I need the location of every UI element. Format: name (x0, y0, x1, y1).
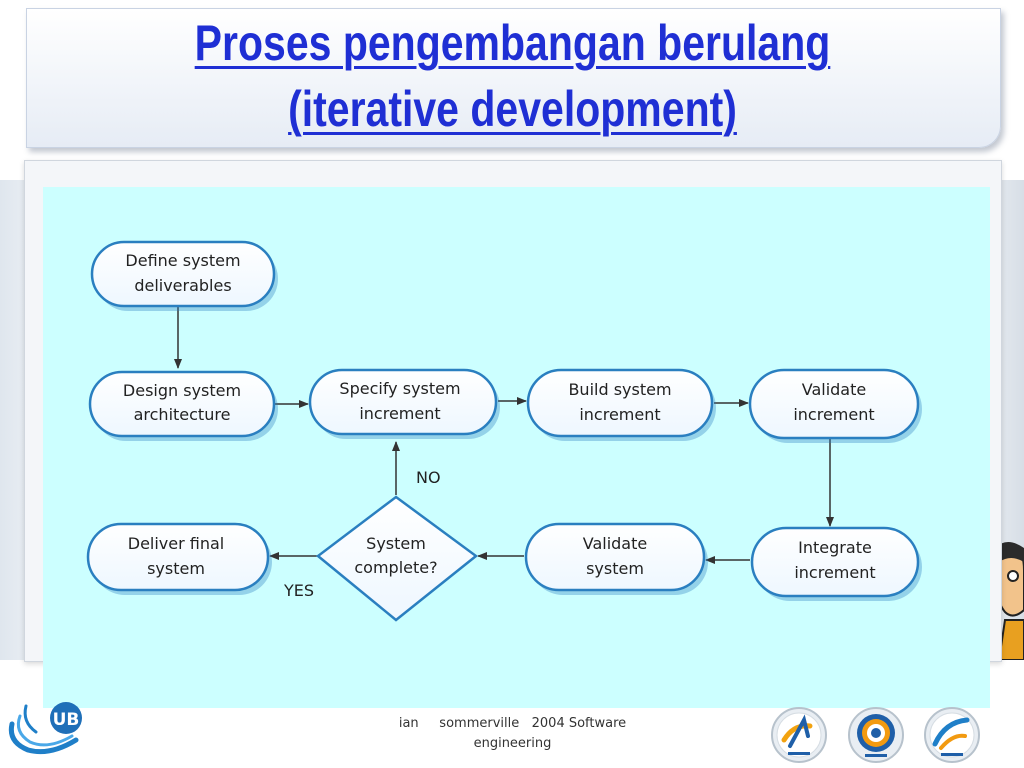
node-validate-system-line2: system (586, 559, 644, 578)
ub-logo-icon: UB (8, 702, 82, 755)
node-deliver-final-system: Deliver final system (86, 522, 272, 595)
node-design-system-architecture: Design system architecture (88, 370, 278, 441)
informatika-logo-icon (771, 707, 827, 763)
node-build-line2: increment (579, 405, 660, 424)
sistem-informasi-logo-icon (924, 707, 980, 763)
node-design-line2: architecture (134, 405, 231, 424)
node-integrate-increment: Integrate increment (750, 526, 922, 601)
node-build-line1: Build system (568, 380, 671, 399)
node-validate-increment-line2: increment (793, 405, 874, 424)
ub-logo-text: UB (53, 710, 80, 730)
node-validate-system: Validate system (524, 522, 708, 595)
decision-line2: complete? (354, 558, 437, 577)
node-build-system-increment: Build system increment (526, 368, 716, 441)
footer-credit: ian sommerville 2004 Software engineerin… (380, 714, 645, 754)
decision-line1: System (366, 534, 426, 553)
node-specify-line1: Specify system (339, 379, 460, 398)
label-yes: YES (283, 581, 314, 600)
title-line-2: (iterative development) (288, 81, 737, 137)
target-logo-icon (848, 707, 904, 763)
node-define-system-deliverables: Define system deliverables (90, 240, 278, 311)
node-integrate-line1: Integrate (798, 538, 872, 557)
node-validate-increment: Validate increment (748, 368, 922, 443)
node-specify-line2: increment (359, 404, 440, 423)
node-specify-system-increment: Specify system increment (308, 368, 500, 439)
node-define-line1: Define system (125, 251, 240, 270)
slide-title: Proses pengembangan berulang (iterative … (114, 10, 912, 142)
title-line-1: Proses pengembangan berulang (194, 15, 831, 71)
node-validate-system-line1: Validate (583, 534, 647, 553)
footer-line-1: ian sommerville 2004 Software (398, 716, 627, 731)
node-validate-increment-line1: Validate (802, 380, 866, 399)
node-deliver-line2: system (147, 559, 205, 578)
footer-line-2: engineering (473, 736, 552, 751)
title-box (26, 8, 1001, 148)
node-integrate-line2: increment (794, 563, 875, 582)
decision-system-complete: System complete? (315, 495, 479, 622)
connectors (174, 307, 834, 564)
node-deliver-line1: Deliver final (128, 534, 225, 553)
node-define-line2: deliverables (134, 276, 231, 295)
label-no: NO (416, 468, 441, 487)
node-design-line1: Design system (123, 381, 241, 400)
